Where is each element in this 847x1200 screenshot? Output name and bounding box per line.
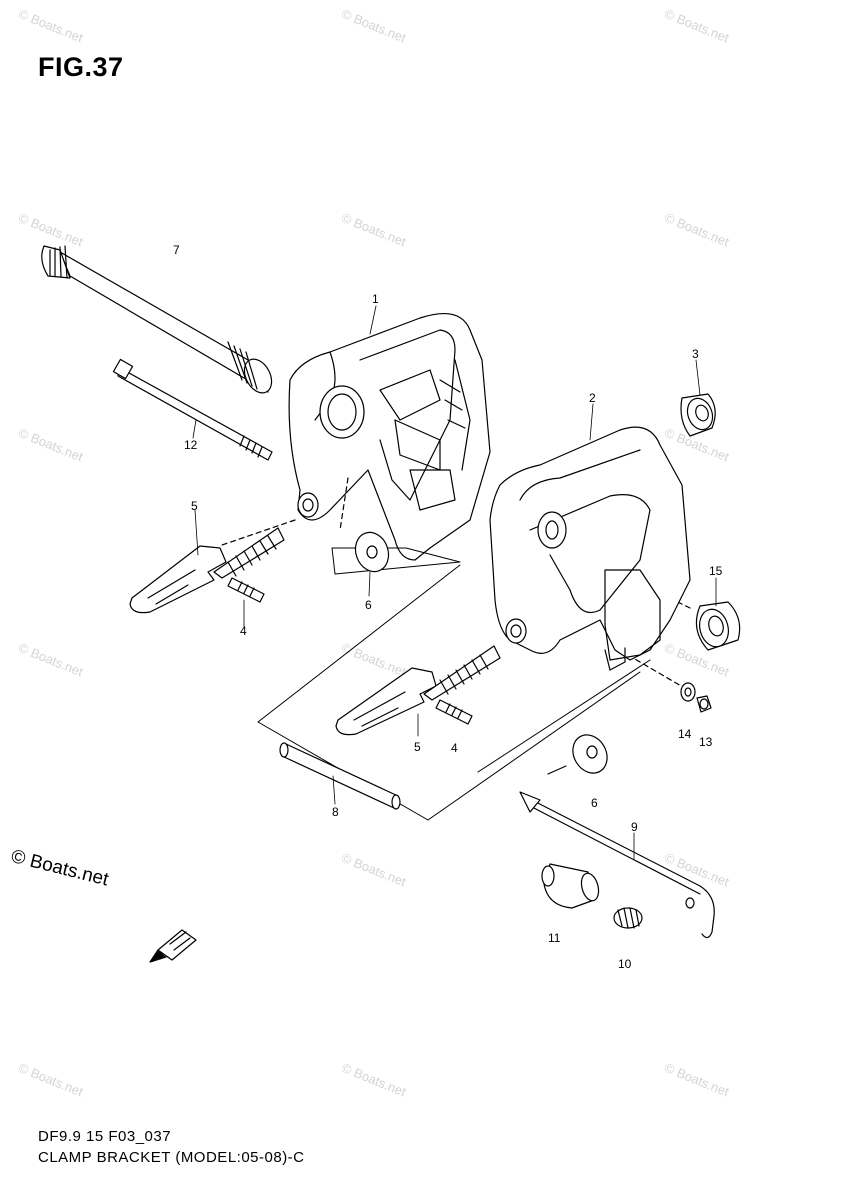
callout-8: 8 xyxy=(332,805,339,819)
callout-3: 3 xyxy=(692,347,699,361)
tilt-lever-part-5a xyxy=(129,527,285,614)
callout-5-lower: 5 xyxy=(414,740,421,754)
callout-13: 13 xyxy=(699,735,713,749)
tilt-lever-part-5b xyxy=(335,645,501,736)
callout-11: 11 xyxy=(548,931,561,945)
callout-15: 15 xyxy=(709,564,723,578)
lock-nut-part-15 xyxy=(695,601,741,651)
through-bolt-part xyxy=(112,358,273,461)
pin-part-4b xyxy=(435,699,473,725)
spring-part-10 xyxy=(613,907,643,929)
callout-4-lower: 4 xyxy=(451,741,458,755)
grip-part-11 xyxy=(541,863,600,909)
callout-5: 5 xyxy=(191,499,198,513)
callout-14: 14 xyxy=(678,727,692,741)
washer-part-14 xyxy=(680,682,696,702)
callout-9: 9 xyxy=(631,820,638,834)
callout-labels: 1 2 3 4 5 6 7 8 9 10 11 12 13 14 15 4 5 … xyxy=(173,243,723,971)
leader-lines xyxy=(192,305,717,861)
callout-7: 7 xyxy=(173,243,180,257)
nut-part-13 xyxy=(696,695,712,713)
bushing-part-6a xyxy=(331,531,461,575)
bushing-part-6b xyxy=(547,734,608,775)
clamp-bracket-right-part xyxy=(489,426,691,671)
shaft-part-8 xyxy=(279,742,401,810)
callout-1: 1 xyxy=(372,292,379,306)
callout-2: 2 xyxy=(589,391,596,405)
figure-caption: CLAMP BRACKET (MODEL:05-08)-C xyxy=(38,1149,305,1166)
tilt-rod-part-9 xyxy=(519,791,715,939)
callout-6: 6 xyxy=(365,598,372,612)
callout-6-lower: 6 xyxy=(591,796,598,810)
callout-10: 10 xyxy=(618,957,632,971)
figure-code: DF9.9 15 F03_037 xyxy=(38,1128,172,1145)
clamp-bracket-left-part xyxy=(288,312,491,561)
tilt-tube-part xyxy=(41,245,273,394)
bushing-part-3 xyxy=(680,393,716,437)
callout-4: 4 xyxy=(240,624,247,638)
pin-part-4a xyxy=(227,577,265,603)
callout-12: 12 xyxy=(184,438,198,452)
figure-title: FIG.37 xyxy=(38,52,124,82)
fwd-arrow-icon xyxy=(149,929,197,963)
